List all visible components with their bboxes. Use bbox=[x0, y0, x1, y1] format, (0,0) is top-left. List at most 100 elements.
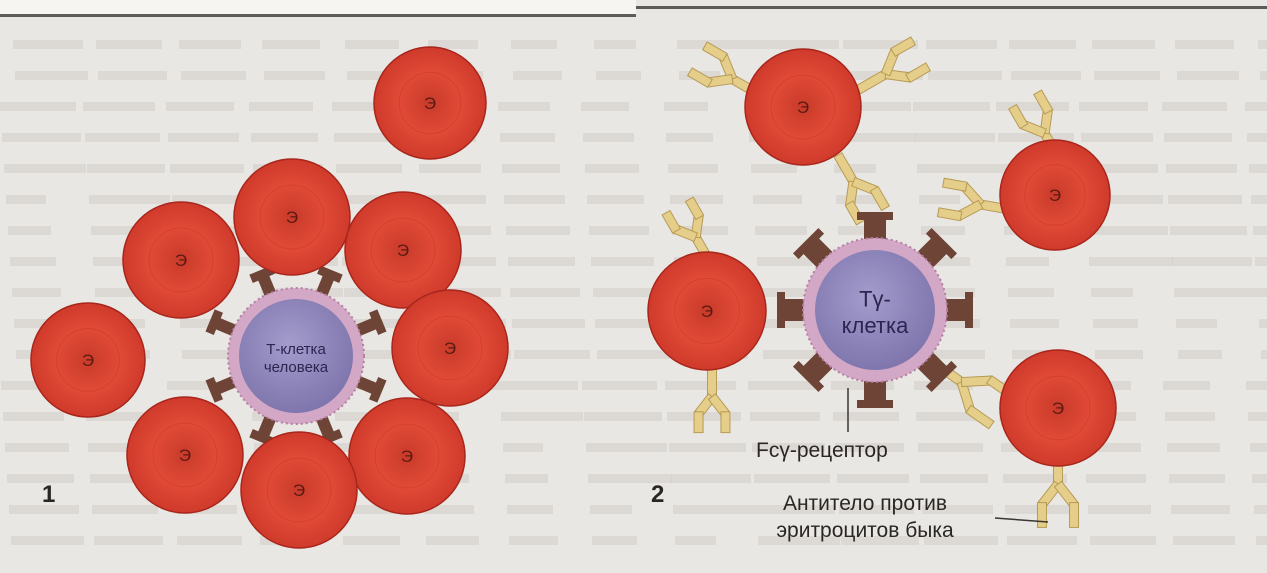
background-texture bbox=[585, 164, 639, 173]
background-texture bbox=[669, 443, 746, 452]
erythrocyte-label: Э bbox=[701, 302, 713, 321]
background-texture bbox=[590, 505, 632, 514]
background-texture bbox=[1257, 288, 1267, 297]
background-texture bbox=[501, 412, 583, 421]
background-texture bbox=[182, 350, 229, 359]
t-cell-label-line1: Тγ- bbox=[859, 287, 891, 312]
background-texture bbox=[592, 536, 637, 545]
background-texture bbox=[1250, 443, 1267, 452]
background-texture bbox=[589, 226, 649, 235]
background-texture bbox=[996, 102, 1069, 111]
background-texture bbox=[13, 40, 83, 49]
background-texture bbox=[510, 288, 580, 297]
background-texture bbox=[506, 226, 570, 235]
background-texture bbox=[591, 257, 654, 266]
background-texture bbox=[1008, 288, 1054, 297]
antibody-label: Антитело против эритроцитов быка bbox=[730, 490, 1000, 544]
background-texture bbox=[87, 164, 165, 173]
background-texture bbox=[1255, 257, 1267, 266]
background-texture bbox=[85, 133, 160, 142]
background-texture bbox=[92, 505, 158, 514]
antibody-arm-tip-group bbox=[721, 412, 730, 433]
background-texture bbox=[1168, 195, 1242, 204]
background-texture bbox=[1092, 40, 1155, 49]
background-texture bbox=[336, 164, 402, 173]
background-texture bbox=[1174, 288, 1257, 297]
background-texture bbox=[1091, 288, 1133, 297]
erythrocyte: Э bbox=[1000, 350, 1116, 466]
background-texture bbox=[166, 102, 234, 111]
background-texture bbox=[917, 164, 1000, 173]
background-texture bbox=[750, 412, 820, 421]
antibody-arm-segment bbox=[961, 376, 991, 387]
background-texture bbox=[505, 474, 548, 483]
erythrocyte: Э bbox=[123, 202, 239, 318]
background-texture bbox=[1247, 133, 1267, 142]
background-texture bbox=[94, 536, 163, 545]
background-texture bbox=[1252, 474, 1267, 483]
background-texture bbox=[586, 443, 667, 452]
background-texture bbox=[1094, 71, 1160, 80]
background-texture bbox=[1170, 226, 1247, 235]
background-texture bbox=[1088, 505, 1151, 514]
background-texture bbox=[4, 164, 86, 173]
top-border-left bbox=[0, 14, 636, 17]
background-texture bbox=[1090, 536, 1156, 545]
antibody-arm-tip-group bbox=[1070, 503, 1079, 528]
background-texture bbox=[170, 164, 244, 173]
erythrocyte-label: Э bbox=[286, 208, 298, 227]
background-texture bbox=[1253, 226, 1267, 235]
background-texture bbox=[179, 40, 241, 49]
erythrocyte-label: Э bbox=[397, 241, 409, 260]
background-texture bbox=[1260, 71, 1267, 80]
erythrocyte-label: Э bbox=[424, 94, 436, 113]
erythrocyte-label: Э bbox=[1049, 186, 1061, 205]
erythrocyte: Э bbox=[1000, 140, 1110, 250]
background-texture bbox=[96, 40, 162, 49]
erythrocyte-label: Э bbox=[1052, 399, 1064, 418]
background-texture bbox=[666, 133, 713, 142]
background-texture bbox=[915, 133, 995, 142]
erythrocyte: Э bbox=[234, 159, 350, 275]
background-texture bbox=[760, 40, 839, 49]
background-texture bbox=[1093, 319, 1138, 328]
background-texture bbox=[583, 133, 634, 142]
erythrocyte: Э bbox=[241, 432, 357, 548]
background-texture bbox=[584, 412, 662, 421]
background-texture bbox=[1171, 505, 1230, 514]
background-texture bbox=[83, 102, 155, 111]
background-texture bbox=[499, 381, 578, 390]
background-texture bbox=[754, 474, 830, 483]
erythrocyte-label: Э bbox=[444, 339, 456, 358]
background-texture bbox=[498, 102, 550, 111]
background-texture bbox=[920, 474, 988, 483]
background-texture bbox=[1010, 319, 1059, 328]
background-texture bbox=[1086, 474, 1146, 483]
background-texture bbox=[507, 505, 553, 514]
background-texture bbox=[926, 40, 997, 49]
background-texture bbox=[671, 474, 751, 483]
erythrocyte-label: Э bbox=[401, 447, 413, 466]
fc-receptor-label: Fcγ-рецептор bbox=[756, 440, 888, 461]
antibody-arm-tip bbox=[1070, 503, 1079, 528]
background-texture bbox=[249, 102, 313, 111]
background-texture bbox=[511, 40, 557, 49]
erythrocyte-label: Э bbox=[293, 481, 305, 500]
background-texture bbox=[755, 226, 807, 235]
background-texture bbox=[508, 257, 575, 266]
background-texture bbox=[757, 257, 812, 266]
background-texture bbox=[837, 474, 909, 483]
background-texture bbox=[919, 195, 960, 204]
background-texture bbox=[1081, 133, 1153, 142]
background-texture bbox=[1251, 195, 1267, 204]
background-texture bbox=[262, 40, 320, 49]
background-texture bbox=[426, 536, 479, 545]
background-texture bbox=[675, 536, 716, 545]
background-texture bbox=[1259, 319, 1267, 328]
background-texture bbox=[181, 71, 246, 80]
background-texture bbox=[8, 226, 51, 235]
background-texture bbox=[594, 40, 636, 49]
background-texture bbox=[1095, 350, 1143, 359]
antibody-stem bbox=[708, 368, 717, 397]
background-texture bbox=[753, 195, 802, 204]
